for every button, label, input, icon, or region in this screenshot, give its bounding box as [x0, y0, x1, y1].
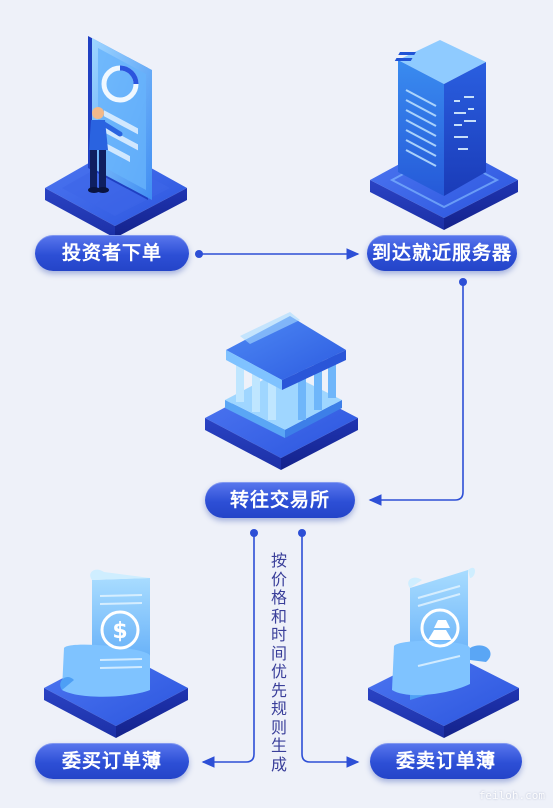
node-server-label: 到达就近服务器 [371, 241, 512, 264]
server-illustration [370, 40, 518, 230]
person-icon [88, 107, 123, 193]
node-exchange: 转往交易所 [205, 482, 355, 518]
investor-illustration [45, 36, 187, 238]
connector-exchange-to-sell [298, 529, 360, 768]
platform-investor [45, 148, 187, 238]
node-investor-order: 投资者下单 [35, 235, 189, 271]
node-nearest-server: 到达就近服务器 [367, 235, 517, 271]
node-buy-book-label: 委买订单薄 [61, 749, 162, 772]
node-exchange-label: 转往交易所 [229, 488, 330, 511]
server-icon [394, 40, 486, 196]
receipt-gold-icon [392, 567, 491, 700]
rule-label: 按价格和时间优先规则生成 [270, 551, 287, 774]
bank-building-icon [225, 312, 346, 438]
watermark: feiloh.com [478, 789, 545, 802]
sell-book-illustration [368, 567, 519, 738]
node-sell-order-book: 委卖订单薄 [370, 743, 522, 779]
buy-book-illustration: $ [44, 569, 188, 738]
exchange-illustration [205, 312, 358, 470]
node-sell-book-label: 委卖订单薄 [395, 749, 496, 772]
connector-server-to-exchange [368, 278, 467, 506]
receipt-dollar-icon: $ [60, 569, 150, 697]
node-buy-order-book: 委买订单薄 [35, 743, 189, 779]
svg-text:$: $ [112, 619, 127, 644]
node-investor-label: 投资者下单 [61, 241, 162, 264]
connector-exchange-to-buy [201, 529, 258, 768]
connector-investor-to-server [195, 248, 360, 260]
